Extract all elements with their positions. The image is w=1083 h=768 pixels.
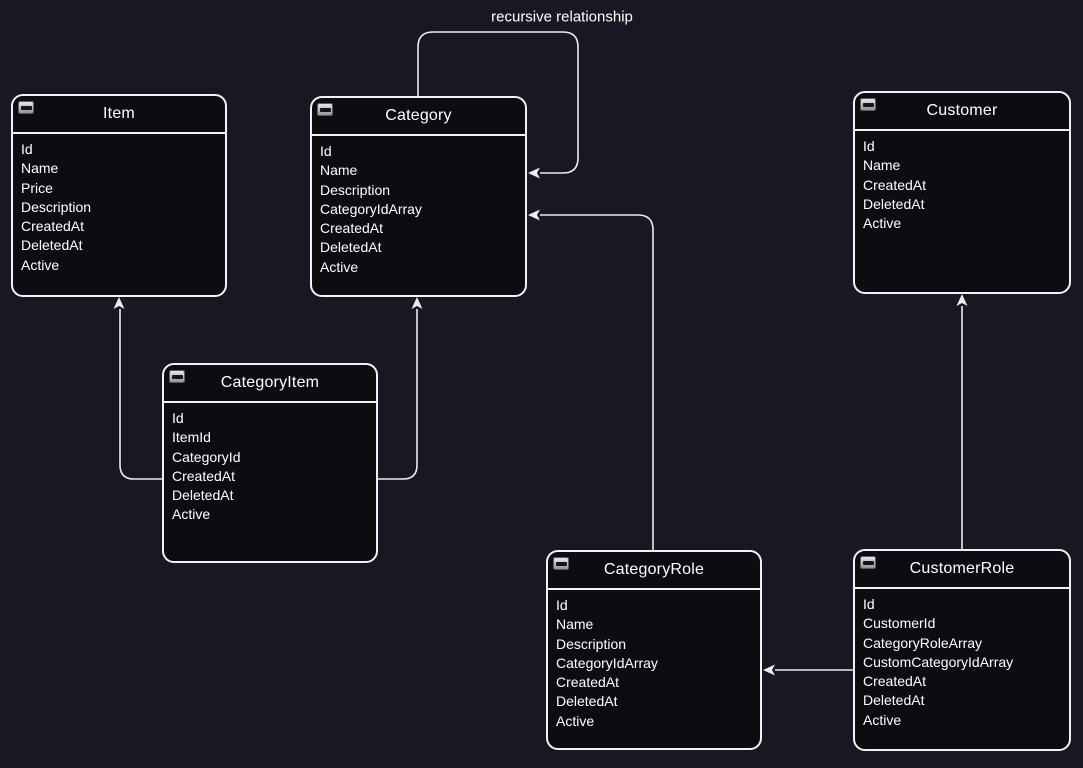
field-deletedat[interactable]: DeletedAt — [172, 487, 234, 504]
field-price[interactable]: Price — [21, 179, 53, 196]
entity-title: Category — [385, 107, 452, 124]
collapse-minus-icon[interactable] — [169, 370, 185, 383]
field-categoryrolearray[interactable]: CategoryRoleArray — [863, 634, 983, 651]
recursive-relationship-label[interactable]: recursive relationship — [491, 8, 633, 26]
field-categoryidarray[interactable]: CategoryIdArray — [556, 654, 658, 671]
field-createdat[interactable]: CreatedAt — [863, 673, 927, 690]
collapse-minus-icon[interactable] — [553, 557, 569, 570]
field-active[interactable]: Active — [556, 712, 595, 729]
field-itemid[interactable]: ItemId — [172, 429, 211, 446]
field-description[interactable]: Description — [556, 635, 627, 652]
field-active[interactable]: Active — [320, 258, 359, 275]
field-name[interactable]: Name — [21, 160, 59, 177]
connector-category-role-to-category[interactable] — [540, 214, 654, 550]
field-active[interactable]: Active — [172, 506, 211, 523]
field-createdat[interactable]: CreatedAt — [21, 218, 85, 235]
field-active[interactable]: Active — [863, 215, 902, 232]
collapse-minus-icon[interactable] — [860, 98, 876, 111]
entity-customer-header: Customer — [855, 93, 1069, 131]
field-deletedat[interactable]: DeletedAt — [556, 693, 618, 710]
entity-title: CustomerRole — [909, 560, 1015, 577]
collapse-minus-icon[interactable] — [860, 556, 876, 569]
entity-category-header: Category — [312, 98, 525, 136]
entity-item-header: Item — [13, 96, 225, 134]
field-id[interactable]: Id — [556, 597, 568, 613]
field-id[interactable]: Id — [21, 141, 33, 157]
field-categoryidarray[interactable]: CategoryIdArray — [320, 200, 422, 217]
field-customerid[interactable]: CustomerId — [863, 615, 936, 632]
field-deletedat[interactable]: DeletedAt — [863, 195, 925, 212]
field-createdat[interactable]: CreatedAt — [320, 220, 384, 237]
entity-title: CategoryItem — [220, 374, 320, 391]
field-createdat[interactable]: CreatedAt — [863, 176, 927, 193]
field-active[interactable]: Active — [863, 711, 902, 728]
entity-customer-role-header: CustomerRole — [855, 551, 1069, 589]
field-customcategoryidarray[interactable]: CustomCategoryIdArray — [863, 653, 1014, 670]
field-id[interactable]: Id — [863, 138, 875, 154]
entity-category-role-header: CategoryRole — [548, 552, 760, 590]
connector-category-to-category[interactable] — [417, 31, 579, 174]
field-createdat[interactable]: CreatedAt — [172, 467, 236, 484]
field-description[interactable]: Description — [21, 198, 92, 215]
field-categoryid[interactable]: CategoryId — [172, 448, 241, 465]
field-id[interactable]: Id — [172, 410, 184, 426]
field-deletedat[interactable]: DeletedAt — [21, 237, 83, 254]
field-id[interactable]: Id — [320, 143, 332, 159]
field-name[interactable]: Name — [863, 157, 901, 174]
field-deletedat[interactable]: DeletedAt — [320, 239, 382, 256]
field-description[interactable]: Description — [320, 181, 391, 198]
field-deletedat[interactable]: DeletedAt — [863, 692, 925, 709]
field-active[interactable]: Active — [21, 256, 60, 273]
field-id[interactable]: Id — [863, 596, 875, 612]
entity-category-item-header: CategoryItem — [164, 365, 376, 403]
entity-title: CategoryRole — [603, 561, 705, 578]
field-name[interactable]: Name — [320, 162, 358, 179]
field-createdat[interactable]: CreatedAt — [556, 674, 620, 691]
collapse-minus-icon[interactable] — [18, 101, 34, 114]
field-name[interactable]: Name — [556, 616, 594, 633]
connector-category-item-to-category[interactable] — [378, 309, 418, 480]
collapse-minus-icon[interactable] — [317, 103, 333, 116]
entity-title: Item — [103, 105, 135, 122]
entity-title: Customer — [926, 102, 998, 119]
connector-category-item-to-item[interactable] — [119, 309, 162, 480]
